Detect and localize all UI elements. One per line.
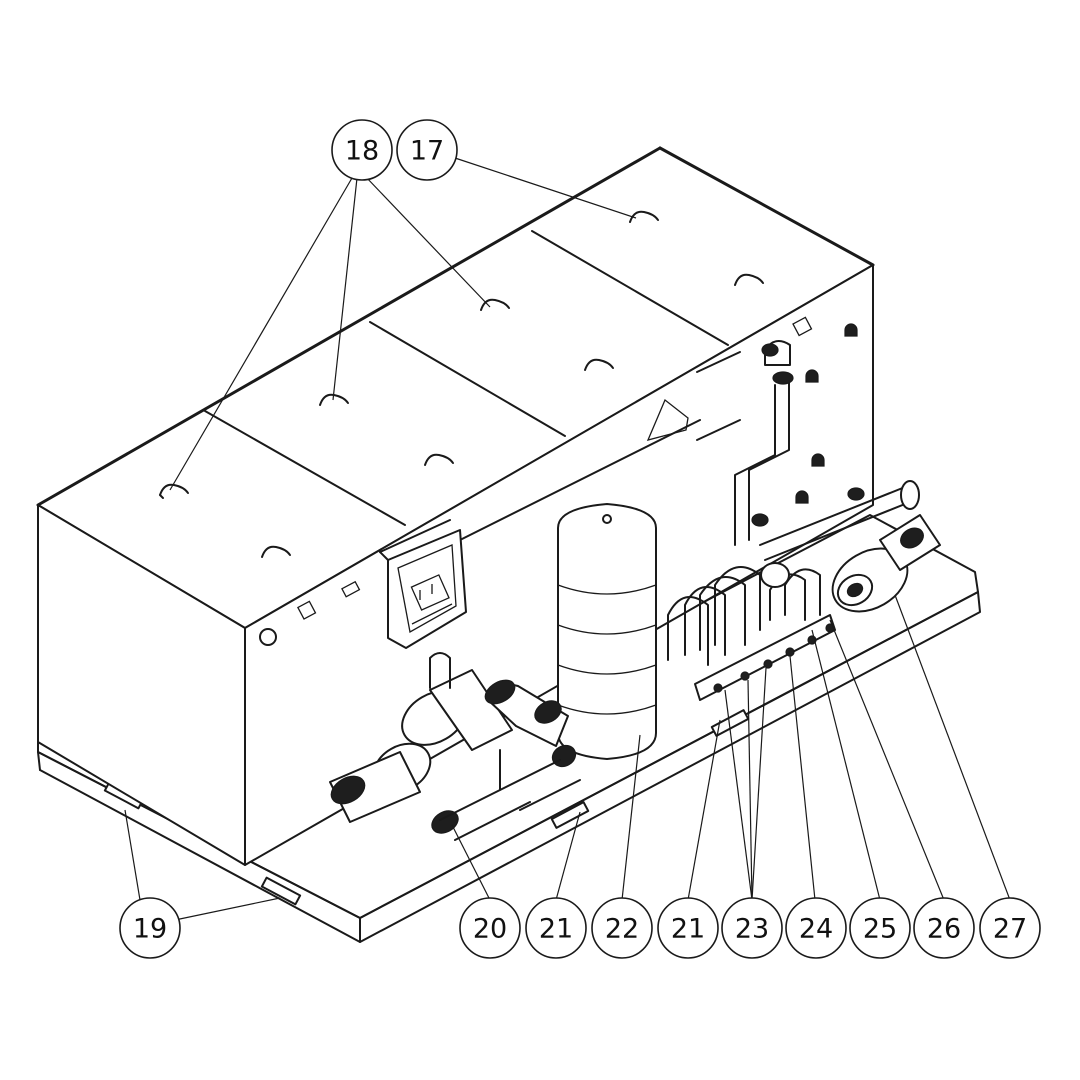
lid-handle (584, 358, 614, 371)
callout-21a: 21 (525, 897, 587, 959)
lifting-slot (260, 876, 302, 906)
callout-21b: 21 (657, 897, 719, 959)
lid-handle (480, 298, 510, 311)
lid-handle (159, 483, 189, 499)
callout-label: 26 (927, 914, 961, 945)
sight-port (844, 323, 858, 337)
lifting-slot (550, 801, 590, 829)
callout-label: 21 (671, 914, 705, 945)
lifting-slot (710, 709, 750, 737)
callout-19: 19 (119, 897, 181, 959)
callout-label: 23 (735, 914, 769, 945)
callout-23: 23 (721, 897, 783, 959)
callout-label: 27 (993, 914, 1027, 945)
callout-27: 27 (979, 897, 1041, 959)
control-panel (379, 519, 467, 649)
pump-inlet (330, 775, 366, 805)
port-fitting (259, 628, 277, 646)
callout-label: 20 (473, 914, 507, 945)
lid-handle (424, 453, 454, 466)
lid-handle (734, 273, 764, 286)
callout-label: 22 (605, 914, 639, 945)
callout-label: 18 (345, 136, 379, 167)
pressure-tank (557, 503, 657, 760)
leader-lines (124, 157, 1011, 921)
callout-25: 25 (849, 897, 911, 959)
pump-flange (431, 810, 459, 834)
callout-20: 20 (459, 897, 521, 959)
callout-24: 24 (785, 897, 847, 959)
lid-handle (629, 210, 659, 223)
callout-17: 17 (396, 119, 458, 181)
callout-label: 21 (539, 914, 573, 945)
callout-26: 26 (913, 897, 975, 959)
callout-label: 25 (863, 914, 897, 945)
callout-18: 18 (331, 119, 393, 181)
callout-label: 19 (133, 914, 167, 945)
callout-label: 17 (410, 136, 444, 167)
lid-handle (261, 545, 291, 558)
callout-label: 24 (799, 914, 833, 945)
callout-22: 22 (591, 897, 653, 959)
left-pump-group (329, 652, 581, 841)
